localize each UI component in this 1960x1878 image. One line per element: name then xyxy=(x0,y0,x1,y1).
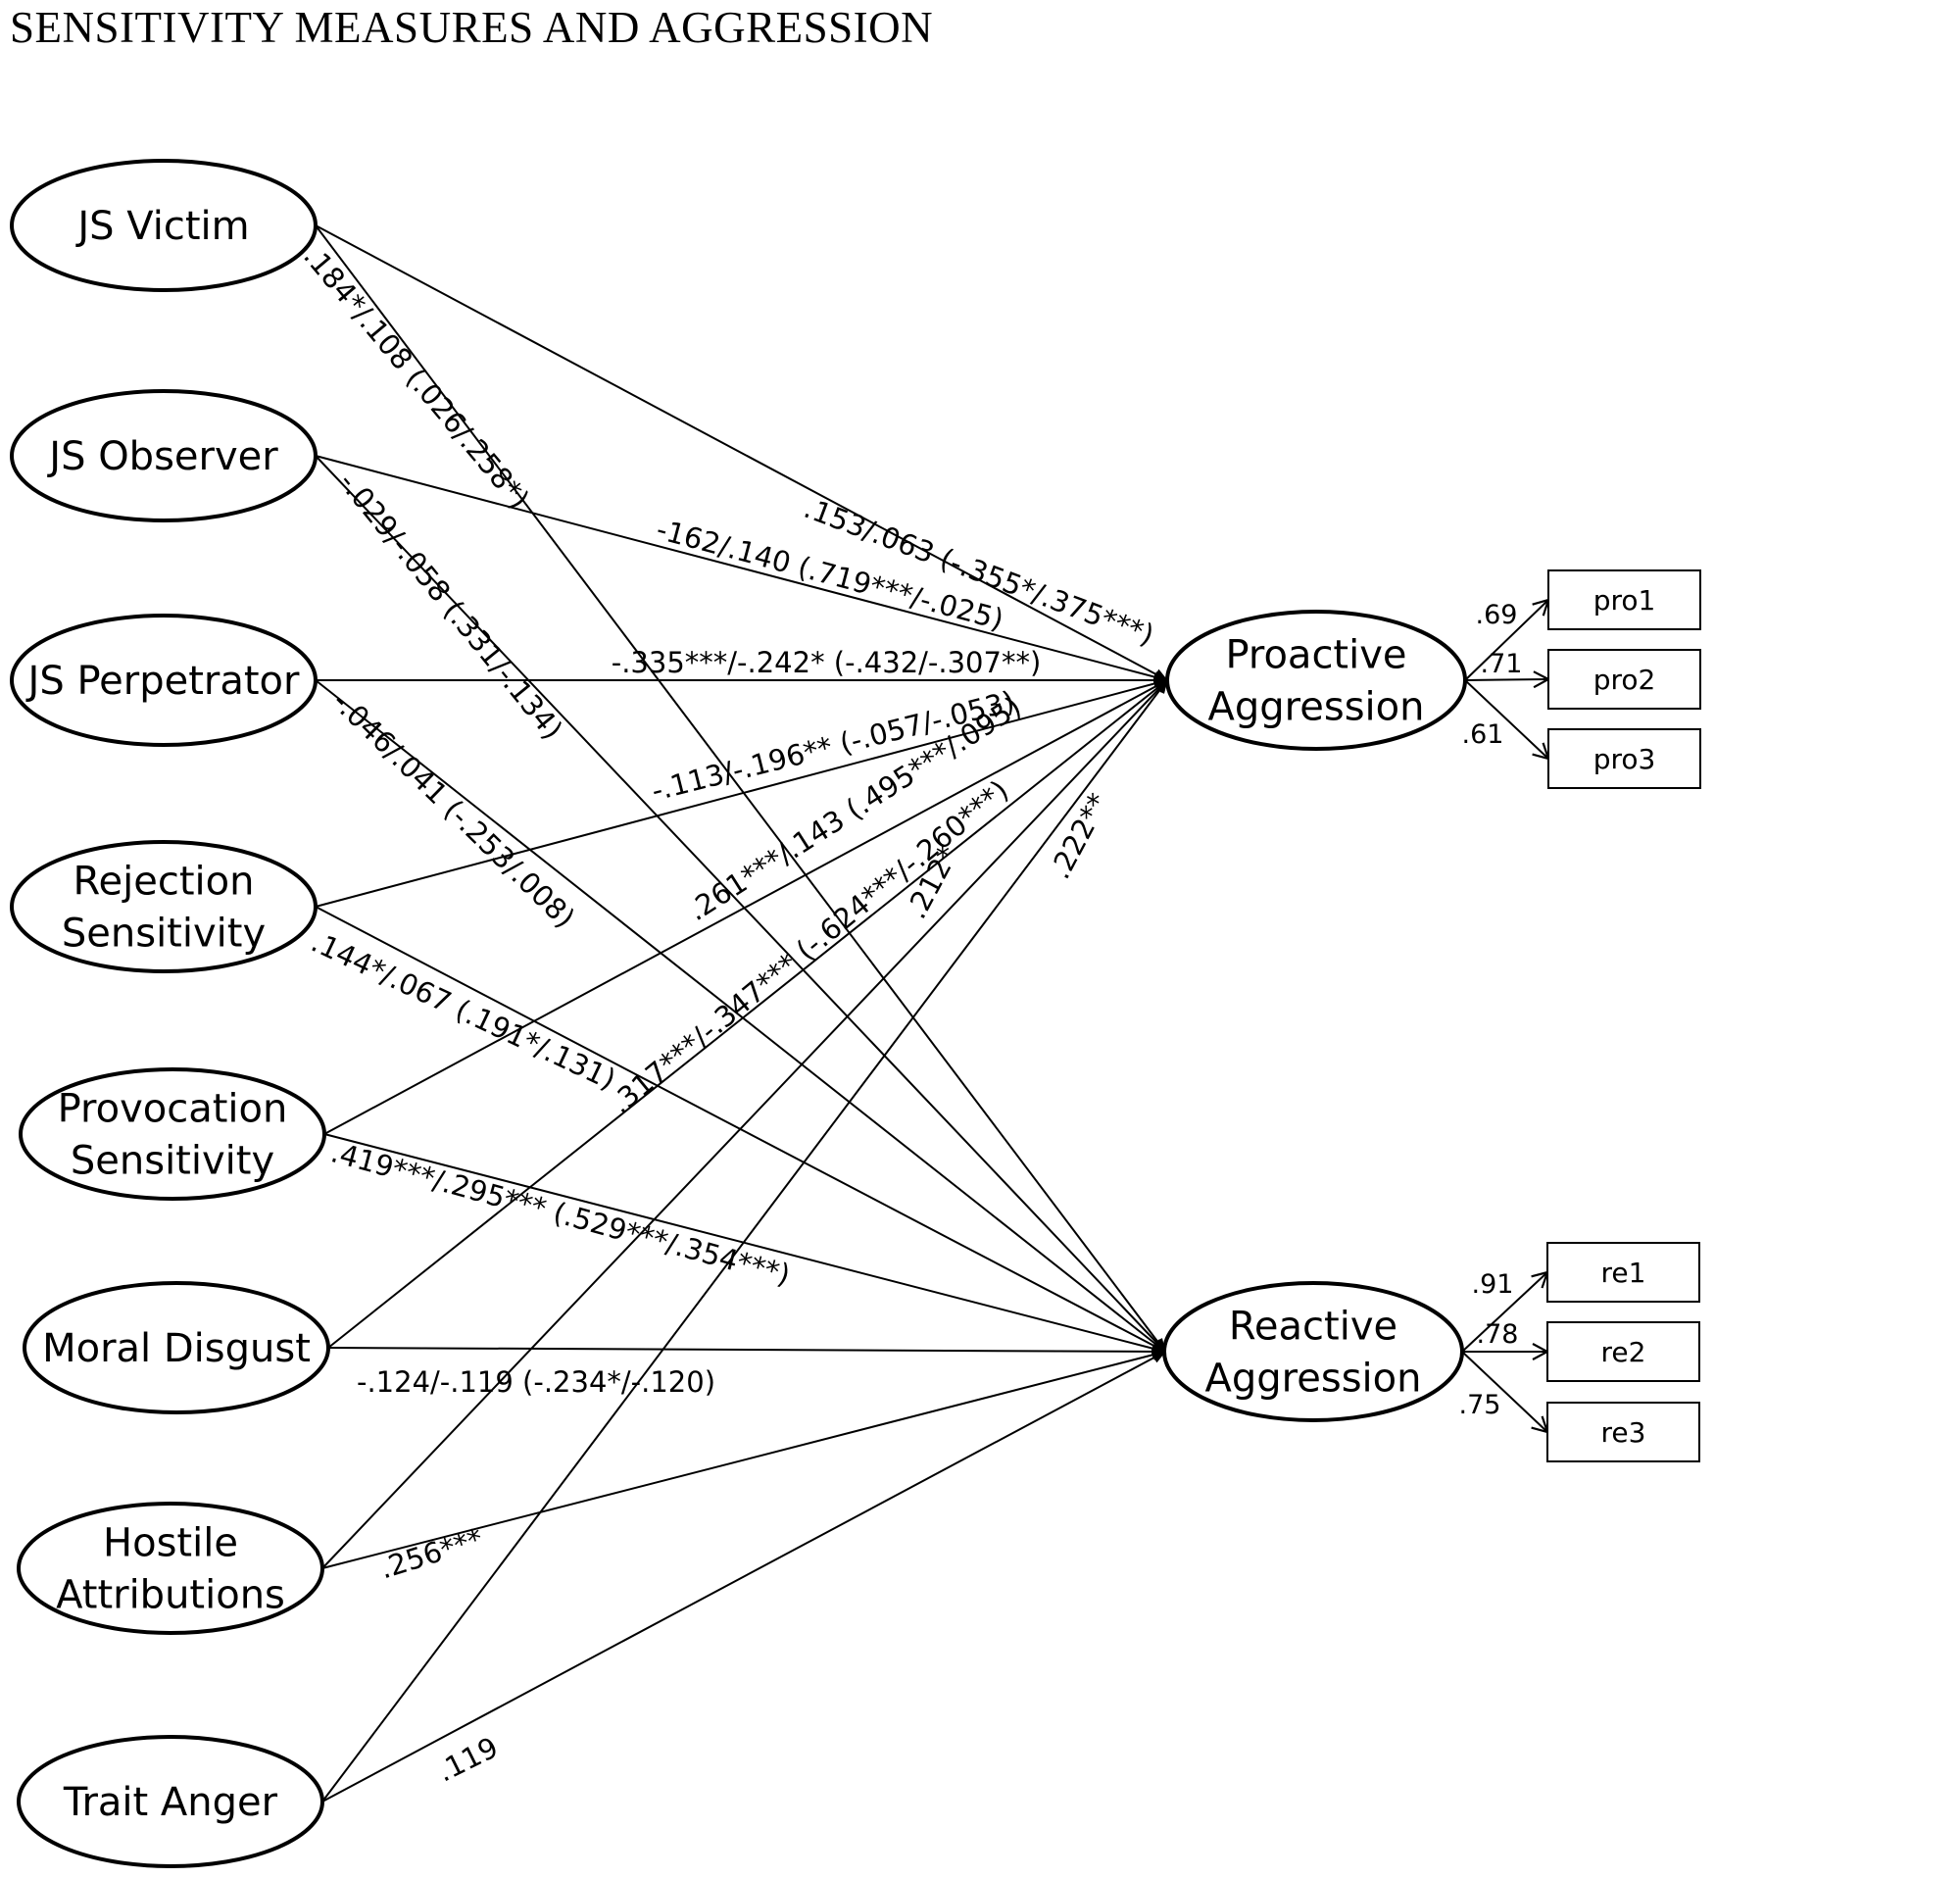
predictor-ellipse xyxy=(10,840,318,973)
indicator-box-pro3: pro3 xyxy=(1547,728,1701,789)
path-arrow-trait-anger-to-proactive xyxy=(321,679,1168,1803)
predictor-node-js-perpetrator: JS Perpetrator xyxy=(10,614,318,747)
indicator-label: re2 xyxy=(1601,1336,1646,1368)
path-coefficient-label: .256*** xyxy=(375,1522,486,1586)
indicator-rect xyxy=(1546,1321,1700,1382)
outcome-ellipse xyxy=(1165,610,1467,751)
path-arrow-hostile-to-reactive xyxy=(321,1349,1166,1569)
path-coefficient-label: -.124/-.119 (-.234*/-.120) xyxy=(357,1365,715,1399)
predictor-label-line: Sensitivity xyxy=(62,912,266,957)
predictor-label-line: JS Victim xyxy=(74,204,249,249)
path-arrow-js-perpetrator-to-reactive xyxy=(315,679,1166,1353)
page-header: SENSITIVITY MEASURES AND AGGRESSION xyxy=(10,3,934,52)
path-arrow-js-observer-to-reactive xyxy=(315,455,1166,1353)
factor-loading: .61 xyxy=(1462,719,1504,750)
predictor-label-line: JS Observer xyxy=(46,434,278,479)
path-coefficient-label: .222** xyxy=(1043,788,1115,885)
predictor-node-trait-anger: Trait Anger xyxy=(17,1735,324,1868)
predictor-ellipse xyxy=(10,614,318,747)
indicator-box-re3: re3 xyxy=(1546,1402,1700,1462)
predictor-node-js-observer: JS Observer xyxy=(10,389,318,522)
indicator-box-pro2: pro2 xyxy=(1547,649,1701,710)
predictor-label-line: Moral Disgust xyxy=(42,1326,311,1371)
indicator-arrow xyxy=(1464,600,1548,681)
indicator-arrow xyxy=(1464,679,1548,680)
indicator-box-re2: re2 xyxy=(1546,1321,1700,1382)
paths-layer xyxy=(315,224,1548,1803)
predictor-ellipse xyxy=(10,159,318,292)
indicator-label: pro3 xyxy=(1593,743,1656,775)
indicator-arrow xyxy=(1461,1351,1547,1432)
path-coefficient-label: -.335***/-.242* (-.432/-.307**) xyxy=(612,646,1042,679)
predictor-ellipse xyxy=(10,389,318,522)
outcome-label-line: Aggression xyxy=(1208,685,1425,730)
path-arrow-trait-anger-to-reactive xyxy=(321,1351,1166,1803)
indicator-rect xyxy=(1547,728,1701,789)
indicator-arrow xyxy=(1464,679,1548,759)
factor-loading: .69 xyxy=(1476,600,1518,630)
indicator-rect xyxy=(1546,1242,1700,1303)
factor-loading: .78 xyxy=(1477,1319,1519,1350)
factor-loading: .91 xyxy=(1472,1269,1514,1300)
predictor-label-line: Sensitivity xyxy=(71,1139,274,1184)
indicator-arrow xyxy=(1461,1272,1547,1353)
indicator-label: pro2 xyxy=(1593,664,1656,696)
path-arrow-js-victim-to-proactive xyxy=(315,224,1168,681)
factor-loading: .75 xyxy=(1459,1390,1501,1420)
predictor-ellipse xyxy=(23,1281,330,1414)
indicator-label: re1 xyxy=(1601,1257,1646,1289)
predictor-label-line: Attributions xyxy=(56,1573,285,1618)
path-arrow-hostile-to-proactive xyxy=(321,679,1168,1569)
predictor-node-js-victim: JS Victim xyxy=(10,159,318,292)
indicator-box-pro1: pro1 xyxy=(1547,569,1701,630)
path-arrow-provocation-to-proactive xyxy=(323,679,1168,1135)
outcome-label-line: Aggression xyxy=(1205,1357,1422,1402)
nodes-layer: JS Victim JS Observer JS PerpetratorReject… xyxy=(10,159,1701,1868)
predictor-node-moral-disgust: Moral Disgust xyxy=(23,1281,330,1414)
outcome-ellipse xyxy=(1162,1281,1464,1422)
path-arrow-moral-disgust-to-proactive xyxy=(327,679,1168,1349)
indicator-label: pro1 xyxy=(1593,584,1656,617)
indicator-box-re1: re1 xyxy=(1546,1242,1700,1303)
predictor-label-line: Rejection xyxy=(74,860,255,905)
path-arrow-provocation-to-reactive xyxy=(323,1133,1166,1355)
indicator-rect xyxy=(1547,649,1701,710)
indicator-label: re3 xyxy=(1601,1416,1646,1449)
path-arrow-rejection-to-proactive xyxy=(315,677,1168,908)
indicator-rect xyxy=(1547,569,1701,630)
outcome-label-line: Proactive xyxy=(1225,633,1406,678)
path-coefficient-label: .419***/.295*** (.529***/.354***) xyxy=(327,1135,794,1292)
path-arrow-moral-disgust-to-reactive xyxy=(327,1345,1166,1358)
outcome-label-line: Reactive xyxy=(1229,1305,1397,1350)
predictor-label-line: Hostile xyxy=(103,1521,238,1566)
factor-loading: .71 xyxy=(1481,649,1523,679)
predictor-label-line: Provocation xyxy=(58,1087,288,1132)
path-arrow-js-observer-to-proactive xyxy=(315,455,1168,683)
path-coefficient-label: .119 xyxy=(432,1730,504,1788)
indicator-rect xyxy=(1546,1402,1700,1462)
path-arrow-js-victim-to-reactive xyxy=(315,224,1166,1353)
predictor-ellipse xyxy=(17,1502,324,1635)
path-coefficient-label: .144*/.067 (.191*/.131) xyxy=(307,925,621,1097)
predictor-ellipse xyxy=(17,1735,324,1868)
predictor-ellipse xyxy=(19,1067,326,1201)
predictor-label-line: Trait Anger xyxy=(63,1780,278,1825)
predictor-label-line: JS Perpetrator xyxy=(25,659,300,704)
